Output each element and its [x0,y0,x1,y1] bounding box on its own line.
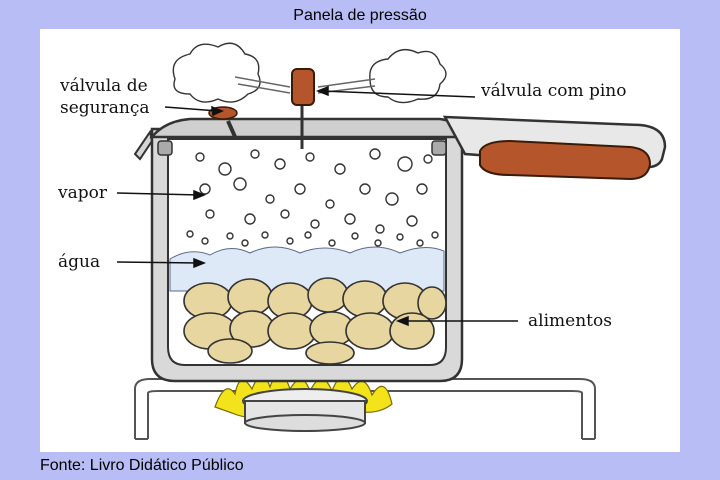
water-layer [169,246,445,292]
steam-cloud-left [172,42,291,103]
label-steam: vapor [57,183,108,203]
source-caption: Fonte: Livro Didático Público [40,457,244,474]
diagram-title: Panela de pressão [293,7,427,24]
safety-valve-icon [208,106,238,140]
steam-cloud-right [317,48,447,104]
label-safety-valve-line1: válvula de [59,76,148,96]
diagram-panel: válvula de segurança válvula com pino va… [40,29,680,452]
pot-handle [442,115,667,181]
label-pin-valve: válvula com pino [480,81,627,101]
label-food: alimentos [528,311,612,331]
pin-valve-icon [291,68,315,149]
pressure-cooker-diagram: válvula de segurança válvula com pino va… [57,42,667,440]
label-arrows [116,85,518,327]
burner [242,388,368,432]
label-safety-valve-line2: segurança [60,98,149,118]
steam-bubbles [186,148,439,247]
food-illustration [183,277,447,365]
label-water: água [58,252,100,272]
